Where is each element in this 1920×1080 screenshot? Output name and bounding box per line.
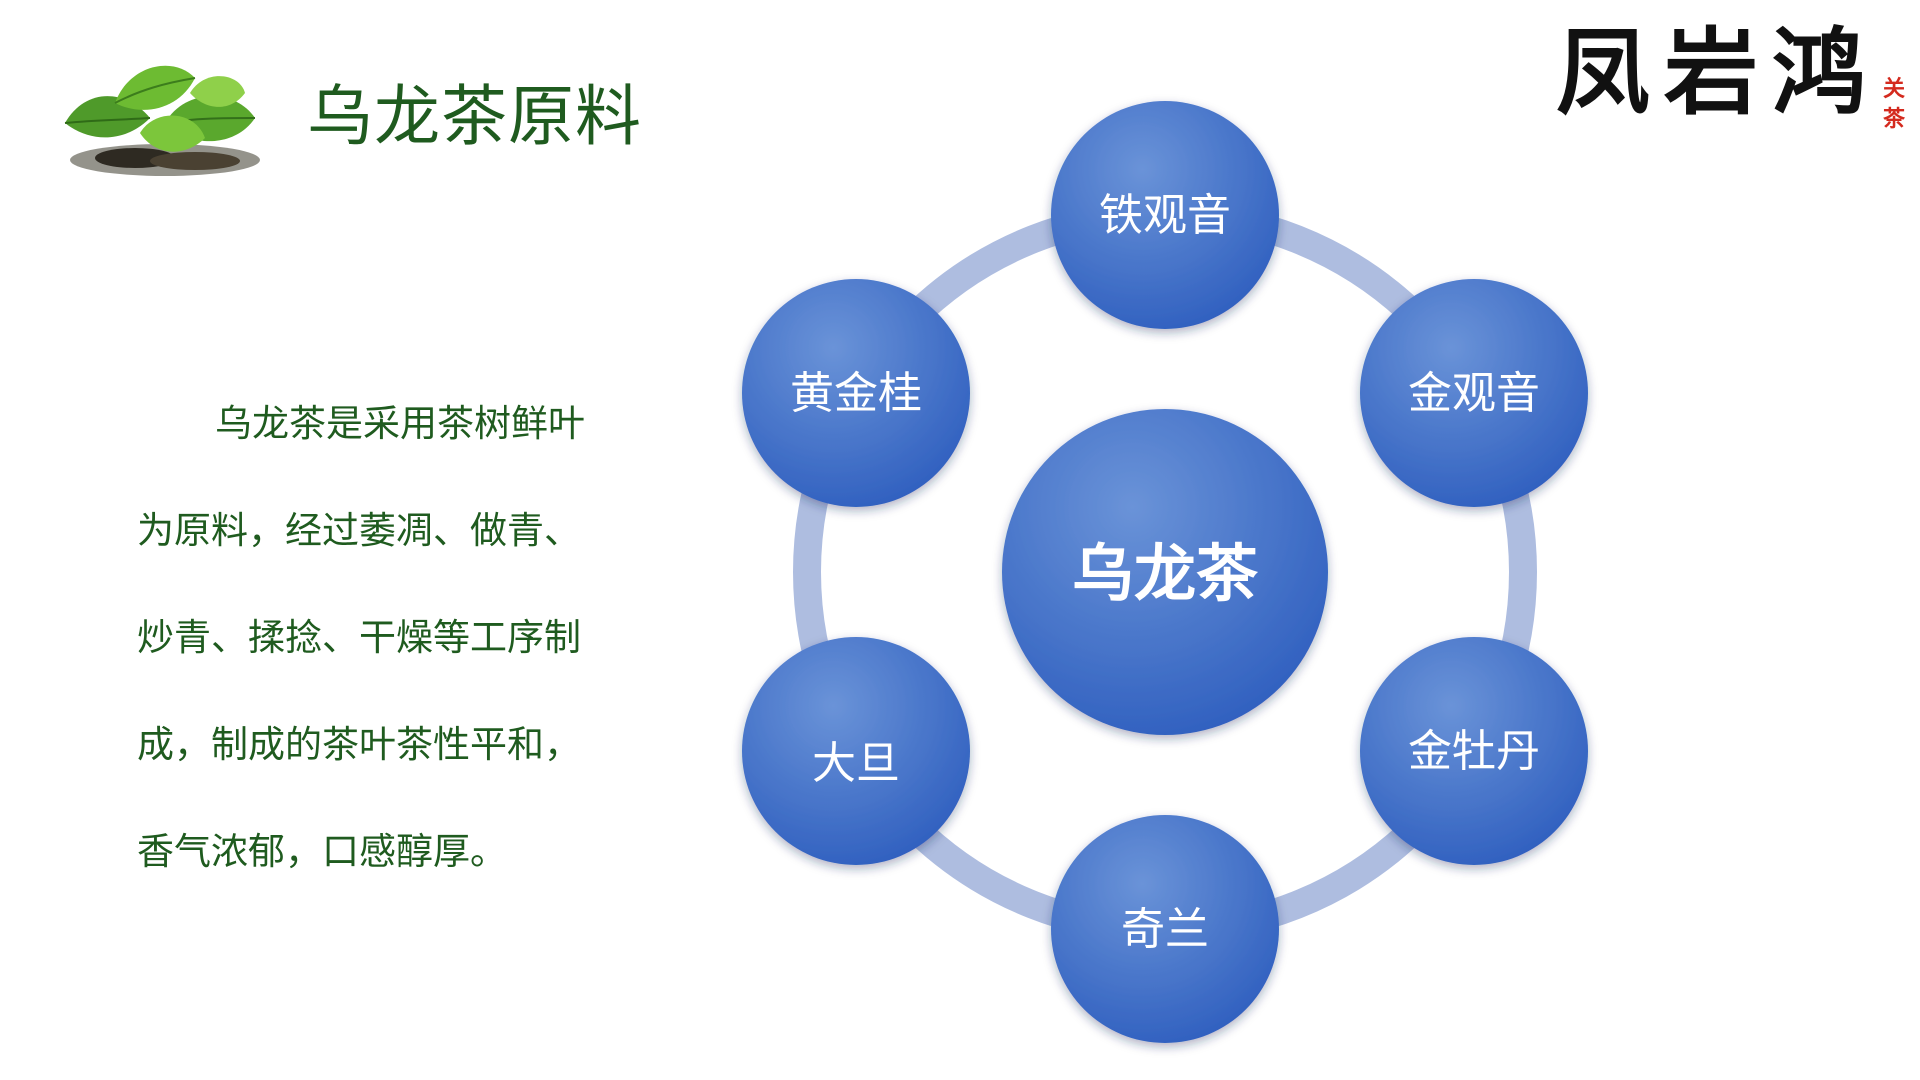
node-label: 奇兰 [1121, 904, 1209, 955]
page-title: 乌龙茶原料 [307, 78, 642, 155]
brand-logo: 凤岩鸿 关茶 [1548, 18, 1908, 138]
node-label: 金观音 [1408, 368, 1540, 419]
node-dadan: 大旦 [742, 637, 970, 865]
node-label: 大旦 [812, 738, 900, 789]
brand-seal: 关茶 [1880, 74, 1908, 142]
description-line: 为原料，经过萎凋、做青、 [137, 509, 581, 552]
description-line: 成，制成的茶叶茶性平和， [137, 723, 581, 766]
brand-seal-text: 关茶 [1882, 76, 1905, 132]
node-tieguanyin: 铁观音 [1051, 101, 1279, 329]
node-jinguanyin: 金观音 [1360, 279, 1588, 507]
center-node-label: 乌龙茶 [1072, 537, 1259, 610]
node-huangjingui: 黄金桂 [742, 279, 970, 507]
node-label: 黄金桂 [790, 368, 922, 419]
description-line: 乌龙茶是采用茶树鲜叶 [215, 402, 585, 445]
tea-leaves-icon [64, 65, 260, 176]
node-jinmudan: 金牡丹 [1360, 637, 1588, 865]
description-paragraph: 乌龙茶是采用茶树鲜叶 为原料，经过萎凋、做青、 炒青、揉捻、干燥等工序制 成，制… [137, 370, 627, 905]
node-label: 铁观音 [1099, 190, 1231, 241]
center-node: 乌龙茶 [1002, 409, 1328, 735]
description-line: 炒青、揉捻、干燥等工序制 [137, 616, 581, 659]
brand-name: 凤岩鸿 [1556, 18, 1881, 128]
description-line: 香气浓郁，口感醇厚。 [137, 830, 507, 873]
node-label: 金牡丹 [1408, 726, 1540, 777]
node-qilan: 奇兰 [1051, 815, 1279, 1043]
